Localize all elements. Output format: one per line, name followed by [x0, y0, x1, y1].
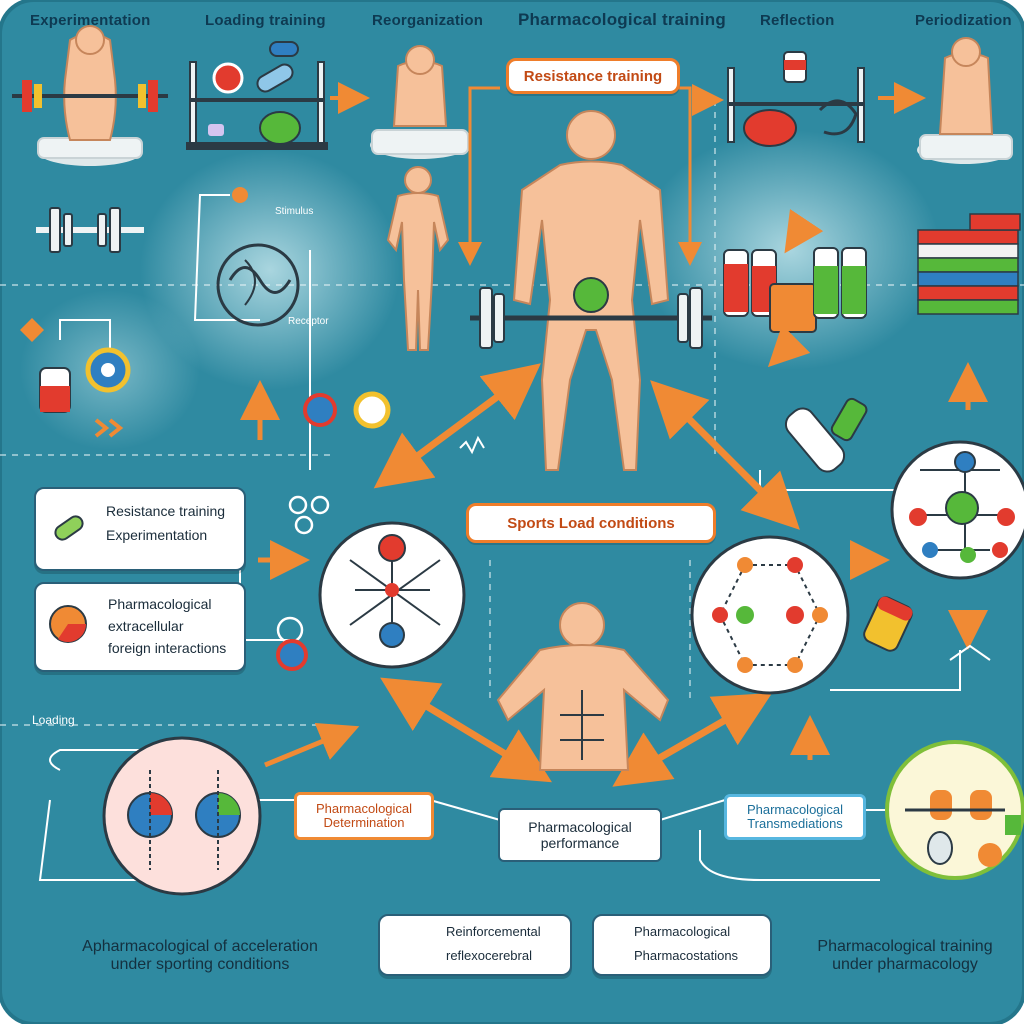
- caption-right: Pharmacological training under pharmacol…: [790, 938, 1020, 975]
- legend-right-row2: Pharmacostations: [634, 948, 739, 963]
- card2-line2: extracellular: [108, 618, 184, 634]
- pill-sports-load-conditions: Sports Load conditions: [466, 503, 716, 543]
- dumbbell-icon-left: [36, 207, 144, 253]
- glow-left: [140, 150, 400, 390]
- caption-left-line1: Apharmacological of acceleration: [82, 938, 318, 955]
- header-pharmacological-training: Pharmacological training: [518, 10, 726, 29]
- equipment-circle: [885, 740, 1024, 880]
- legend-left: Reinforcemental reflexocerebral: [378, 914, 572, 976]
- athlete-torso: [496, 602, 670, 771]
- station-experimentation: [12, 25, 168, 166]
- receptor-circle: [102, 736, 262, 896]
- signal-line: [459, 435, 485, 455]
- tag-transmediations: Pharmacological Transmediations: [724, 794, 866, 840]
- caption-left: Apharmacological of acceleration under s…: [50, 938, 350, 975]
- tag-determination-line2: Determination: [323, 815, 405, 830]
- card2-line1: Pharmacological: [108, 596, 212, 612]
- box-performance: Pharmacological performance: [498, 808, 662, 862]
- legend-right: Pharmacological Pharmacostations: [592, 914, 772, 976]
- card1-line2: Experimentation: [106, 527, 208, 543]
- legend-right-row1: Pharmacological: [634, 924, 731, 939]
- athlete-small: [386, 166, 450, 351]
- spacer: [0, 0, 1, 1]
- station-loading-training: [186, 41, 328, 150]
- card2-line3: foreign interactions: [108, 640, 227, 656]
- caption-left-line2: under sporting conditions: [110, 956, 290, 974]
- tag-transmediations-line1: Pharmacological: [746, 801, 844, 817]
- box-performance-line1: Pharmacological: [528, 819, 632, 835]
- caption-right-line1: Pharmacological training: [817, 938, 993, 955]
- molecule-circle-right: [690, 535, 850, 695]
- top-arrows: [330, 82, 926, 116]
- header-reorganization: Reorganization: [372, 12, 484, 29]
- small-arrows: [240, 208, 988, 768]
- legend-left-row2: reflexocerebral: [446, 948, 532, 963]
- station-reflection: [727, 51, 865, 147]
- tag-transmediations-line2: Transmediations: [747, 816, 843, 831]
- tag-determination-line1: Pharmacological: [315, 800, 413, 816]
- header-periodization: Periodization: [915, 12, 1012, 29]
- card-resistance-experimentation: Resistance training Experimentation: [34, 487, 246, 571]
- card-pharmacological-interactions: Pharmacological extracellular foreign in…: [34, 582, 246, 672]
- label-loading: Loading: [32, 713, 75, 727]
- pie-icon: [49, 605, 87, 643]
- header-reflection: Reflection: [760, 12, 835, 29]
- left-mid-icons: [20, 318, 391, 438]
- label-stimulus: Stimulus: [275, 206, 314, 217]
- network-circle: [890, 440, 1024, 580]
- station-reorganization: [370, 45, 470, 159]
- box-performance-line2: performance: [540, 835, 620, 851]
- test-tube-icons: [784, 397, 913, 652]
- station-periodization: [917, 37, 1013, 164]
- flow-arrows: [373, 363, 800, 787]
- molecule-circle-left: [318, 521, 466, 669]
- plates-stack: [917, 213, 1021, 315]
- capsule-icon: [54, 515, 84, 541]
- caption-right-line2: under pharmacology: [832, 956, 978, 974]
- gear-icon: [276, 639, 308, 671]
- label-receptor: Receptor: [288, 316, 329, 327]
- pill-resistance-training: Resistance training: [506, 58, 680, 94]
- legend-left-row1: Reinforcemental: [446, 924, 541, 939]
- header-loading-training: Loading training: [205, 12, 326, 29]
- tag-determination: Pharmacological Determination: [294, 792, 434, 840]
- mechanism-circle: [216, 187, 300, 327]
- athlete-main: [470, 110, 712, 471]
- card1-line1: Resistance training: [106, 503, 226, 519]
- header-experimentation: Experimentation: [30, 12, 151, 29]
